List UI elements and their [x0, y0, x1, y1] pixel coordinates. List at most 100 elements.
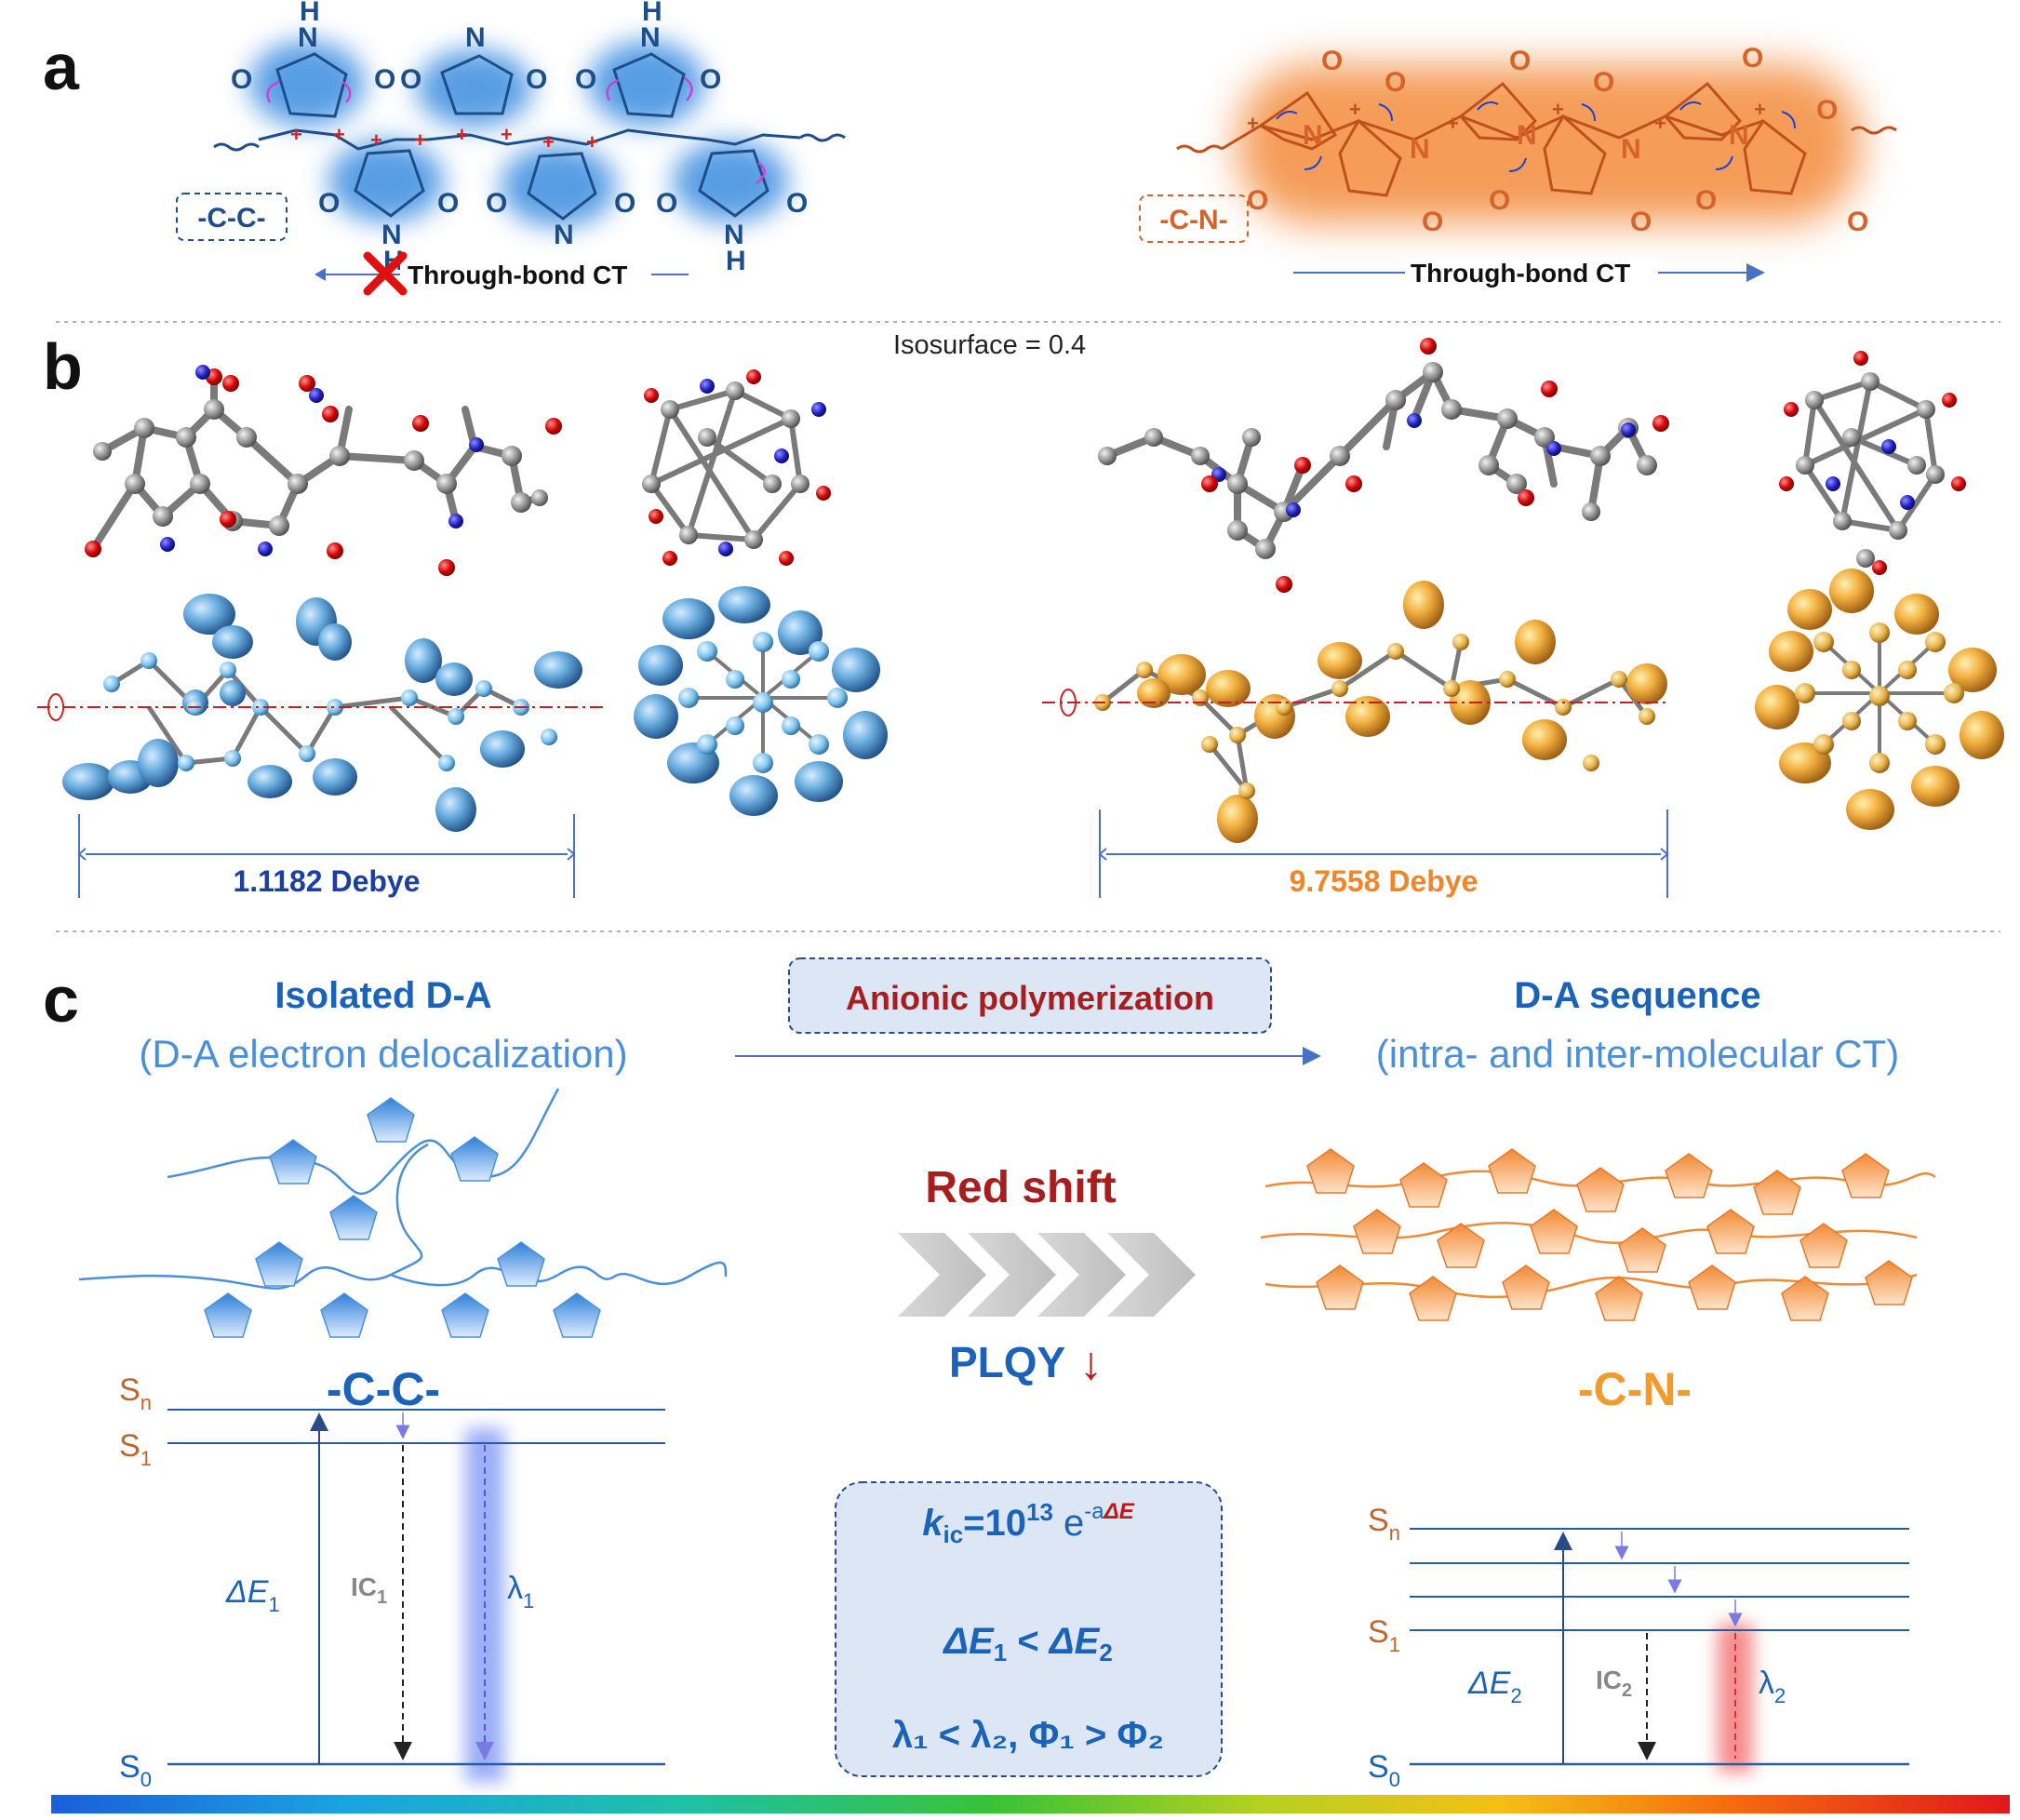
right-sn-label: S: [1368, 1503, 1389, 1538]
atom-o: O: [486, 188, 507, 219]
atom-o: O: [437, 188, 459, 219]
atom-o: O: [1742, 43, 1763, 74]
svg-text:+: +: [586, 130, 598, 154]
atom-n: N: [381, 220, 402, 250]
formula-de2-sub: 2: [1099, 1639, 1112, 1666]
left-s1-label: S: [119, 1428, 140, 1464]
cc-dipole-ruler: [78, 814, 575, 898]
cc-arrows: [266, 76, 766, 184]
atom-n: N: [724, 220, 744, 250]
cn-chain-atoms: O N O O N O O N O O N O O N O O O: [1247, 43, 1868, 237]
atom-o: O: [1385, 67, 1406, 98]
svg-text:+: +: [542, 130, 555, 154]
atom-o: O: [656, 188, 677, 219]
atom-o: O: [526, 64, 547, 95]
left-title: Isolated D-A: [274, 975, 491, 1016]
right-s1-sub: 1: [1389, 1633, 1400, 1656]
svg-text:ΔE1: ΔE1: [225, 1574, 280, 1616]
formula-e-exp: -a: [1084, 1499, 1104, 1524]
svg-text:+: +: [456, 123, 468, 146]
atom-o: O: [231, 64, 252, 95]
cc-label-box: [176, 193, 288, 241]
cn-charges: +++ +++: [1247, 98, 1766, 135]
atom-o: O: [1509, 46, 1531, 76]
svg-text:+: +: [414, 128, 426, 152]
left-lambda-label: λ: [507, 1571, 523, 1606]
svg-text:+: +: [1447, 112, 1459, 135]
atom-h: H: [300, 0, 320, 27]
atom-o: O: [1593, 67, 1614, 98]
svg-text:+: +: [290, 123, 302, 146]
atom-o: O: [614, 188, 635, 219]
right-title: D-A sequence: [1514, 975, 1760, 1016]
cn-label-box: [1139, 194, 1249, 243]
ct-left-label: Through-bond CT: [408, 261, 627, 289]
plqy-down-arrow-icon: ↓: [1079, 1337, 1103, 1389]
left-sn-label: S: [119, 1372, 140, 1408]
svg-text:S0: S0: [119, 1749, 152, 1791]
atom-o: O: [1321, 46, 1343, 76]
isosurface-label: Isosurface = 0.4: [893, 330, 1086, 360]
process-label: Anionic polymerization: [846, 979, 1214, 1017]
formula-k-sub: ic: [943, 1520, 963, 1548]
right-lambda-sub: 2: [1774, 1684, 1786, 1707]
cn-glow-group: [1237, 65, 1861, 223]
cn-orbital-isosurface: [1094, 569, 2004, 843]
atom-h: H: [642, 0, 662, 27]
cc-charges: + + + + + + + +: [290, 123, 598, 154]
panel-c-letter: c: [43, 963, 79, 1036]
red-shift-label: Red shift: [925, 1163, 1116, 1212]
svg-text:+: +: [1654, 112, 1666, 135]
svg-text:λ1: λ1: [507, 1571, 534, 1613]
atom-o: O: [575, 64, 596, 95]
formula-e-exp2: ΔE: [1104, 1499, 1135, 1524]
ct-right-label-bg: [1405, 259, 1658, 288]
left-ic-label: IC: [351, 1572, 377, 1601]
atom-o: O: [1630, 207, 1652, 237]
process-box: [788, 957, 1272, 1034]
cc-chain-atoms: N H O O N O O N H O O O O N H O O N O O …: [231, 0, 808, 276]
left-de-label: ΔE: [225, 1574, 269, 1610]
cn-rotation-icon: [1060, 689, 1077, 716]
left-energy-diagram: Sn S 1 S0 ΔE1 IC1 λ1: [119, 1372, 665, 1791]
right-sn-sub: n: [1389, 1521, 1400, 1545]
cc-dipole-arrow-left: [77, 848, 87, 861]
svg-text:+: +: [370, 128, 382, 152]
cn-dipole-arrow-left: [1098, 848, 1107, 861]
svg-text:+: +: [501, 123, 513, 146]
svg-text:IC1: IC1: [351, 1572, 387, 1608]
svg-text:Sn: Sn: [119, 1372, 152, 1414]
svg-text:+: +: [333, 123, 345, 146]
right-ic-label: IC: [1596, 1666, 1622, 1694]
panel-b-letter: b: [43, 330, 83, 403]
cn-ball-stick-model: [1098, 338, 1966, 593]
cc-chain-structure: [213, 52, 846, 221]
svg-text:IC2: IC2: [1596, 1666, 1632, 1701]
svg-text:λ2: λ2: [1759, 1666, 1786, 1707]
cc-pentagon-network: [78, 1088, 728, 1338]
cn-arrows: [1276, 101, 1796, 172]
atom-o: O: [1816, 95, 1838, 126]
dipole-right-value: 9.7558 Debye: [1290, 864, 1478, 898]
svg-text:+: +: [1247, 112, 1259, 135]
svg-text:S1: S1: [1368, 1614, 1400, 1656]
atom-o: O: [1847, 207, 1868, 237]
formula-de2: ΔE: [1048, 1621, 1101, 1662]
right-s0-sub: 0: [1389, 1768, 1400, 1791]
dipole-left-value: 1.1182 Debye: [233, 864, 420, 898]
right-s0-label: S: [1368, 1749, 1389, 1785]
spectrum-bar: [51, 1795, 2010, 1813]
atom-n: N: [1517, 120, 1537, 151]
cc-label: -C-C-: [197, 203, 265, 234]
right-de-label: ΔE: [1467, 1666, 1511, 1701]
svg-text:Sn: Sn: [1368, 1503, 1400, 1545]
atom-n: N: [298, 22, 318, 53]
right-de-sub: 2: [1511, 1684, 1522, 1707]
svg-text:+: +: [1754, 98, 1766, 121]
right-ic-sub: 2: [1622, 1680, 1632, 1701]
left-sn-sub: n: [140, 1391, 152, 1414]
left-lambda-sub: 1: [523, 1589, 534, 1613]
atom-o: O: [1247, 185, 1268, 216]
formula-de1: ΔE: [942, 1621, 995, 1662]
formula-eq: =10: [963, 1503, 1026, 1544]
